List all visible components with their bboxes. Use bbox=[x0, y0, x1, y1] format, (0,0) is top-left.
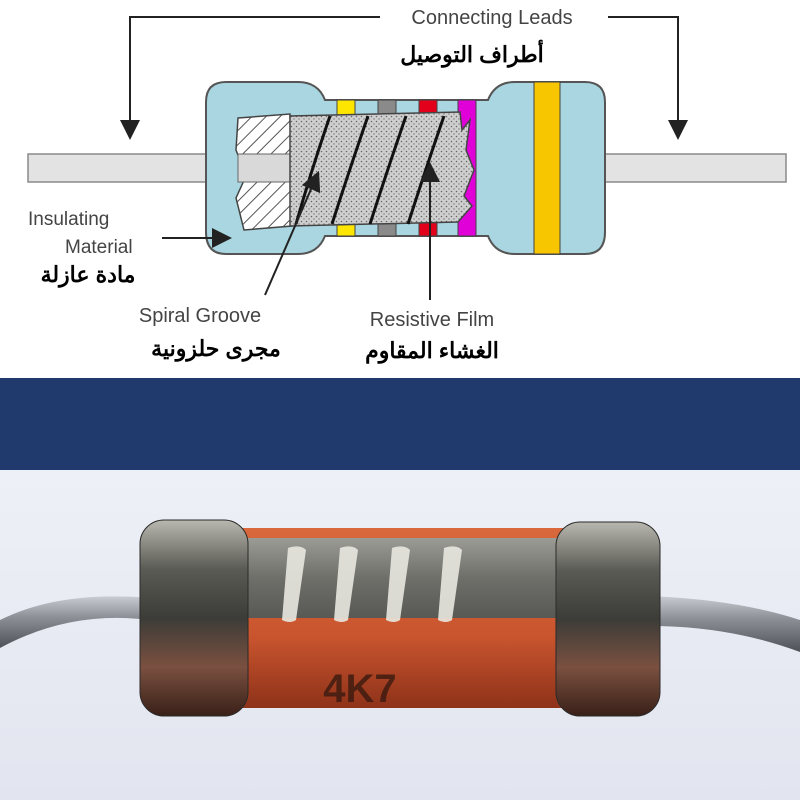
insulating-label-line2: Material bbox=[65, 237, 133, 258]
lead-core bbox=[238, 154, 290, 182]
connecting-leads-label: Connecting Leads bbox=[411, 7, 572, 29]
connecting-leads-arabic-label: أطراف التوصيل bbox=[400, 39, 544, 68]
resistive-film-label: Resistive Film bbox=[370, 309, 494, 331]
spiral-groove-label: Spiral Groove bbox=[139, 305, 261, 327]
band-gold bbox=[534, 82, 560, 254]
insulating-arabic-label: مادة عازلة bbox=[41, 262, 136, 288]
left-lead bbox=[28, 154, 210, 182]
divider-band bbox=[0, 378, 800, 470]
insulating-label-line1: Insulating bbox=[28, 209, 109, 230]
left-end-cap bbox=[140, 520, 248, 716]
spiral-groove-arabic-label: مجرى حلزونية bbox=[151, 336, 281, 362]
resistive-film-arabic-label: الغشاء المقاوم bbox=[365, 338, 499, 364]
body-marking-text: 4K7 bbox=[323, 667, 396, 711]
right-lead bbox=[600, 154, 786, 182]
right-end-cap bbox=[556, 522, 660, 716]
resistor-cutaway-diagram: Connecting Leads أطراف التوصيل Insulatin… bbox=[0, 0, 800, 378]
resistive-film-core bbox=[290, 112, 474, 226]
resistor-photo: 4K7 bbox=[0, 470, 800, 800]
